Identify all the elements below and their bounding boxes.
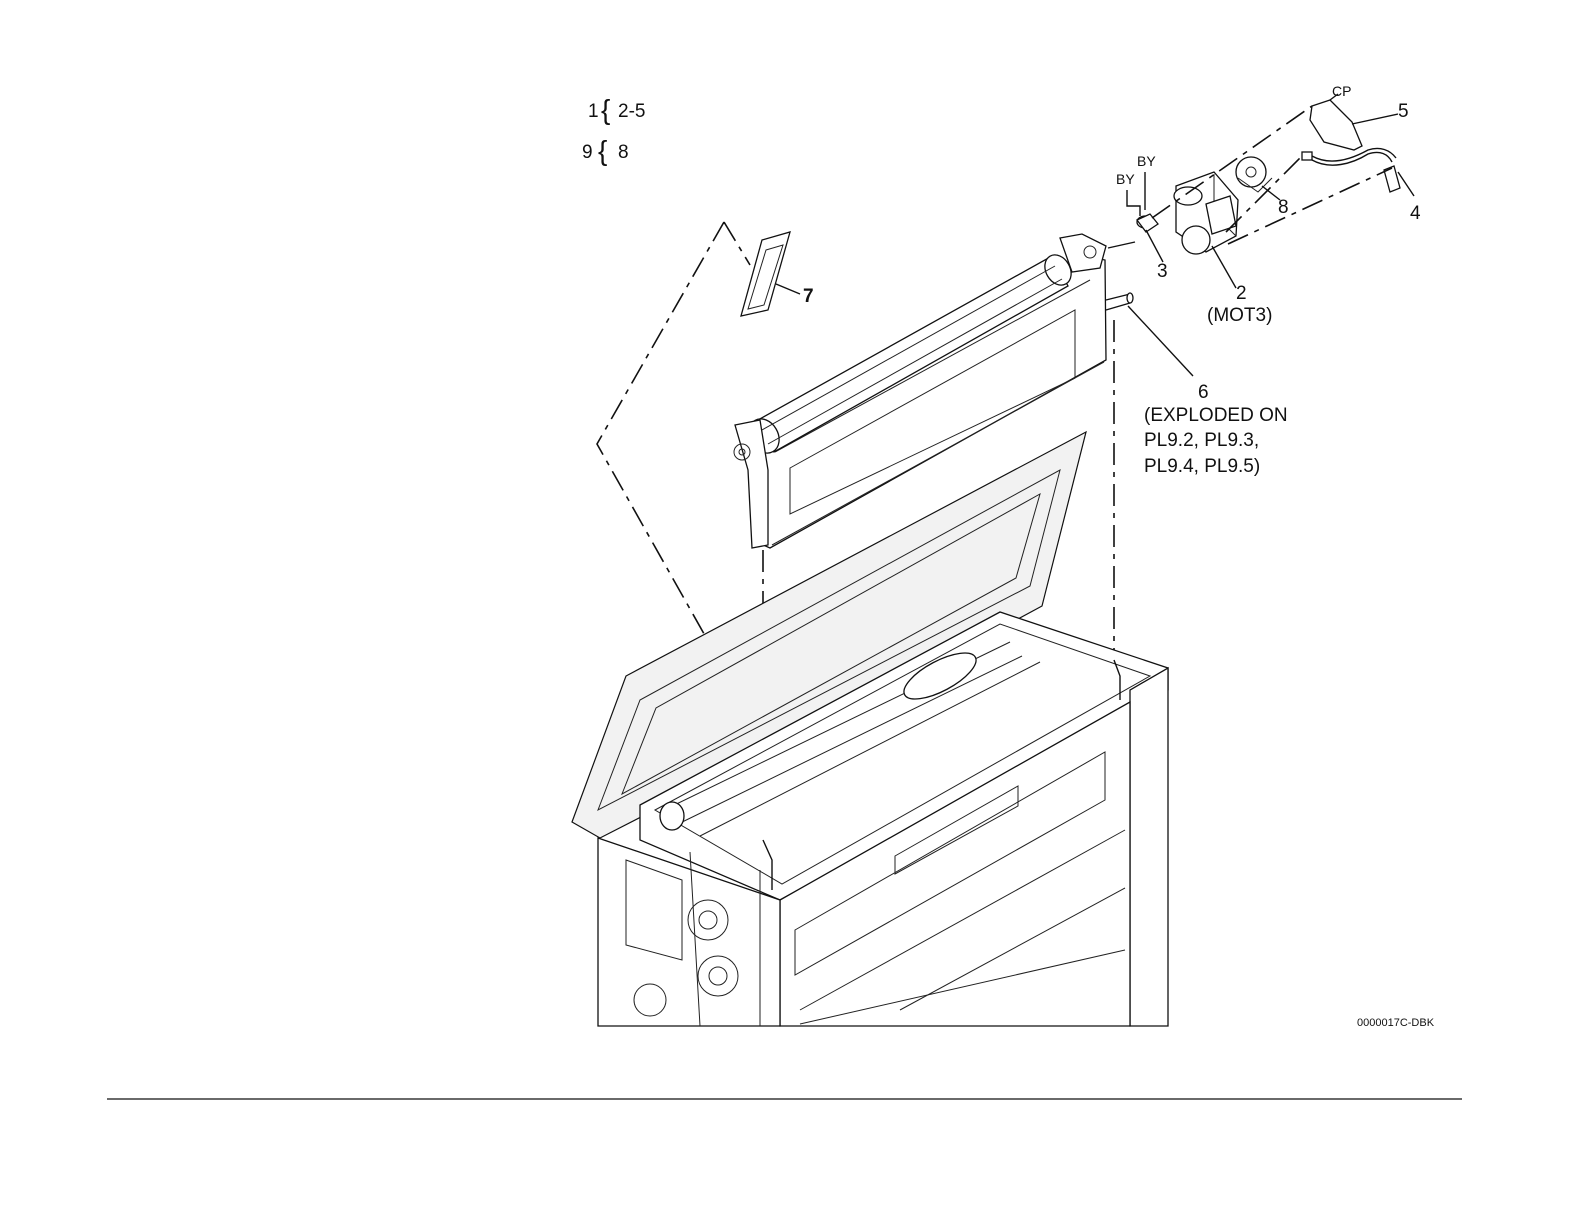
part-4-wire-harness: 4 [1302,148,1421,224]
callout-5: 5 [1398,101,1409,122]
legend-brace-1: { [601,94,610,125]
callout-6-note-line3: PL9.4, PL9.5) [1144,456,1260,477]
legend-range-1: 2-5 [618,101,645,122]
legend-brace-9: { [598,135,607,166]
legend-kit-1: 1 [588,101,599,122]
callout-6-leader [1128,306,1193,376]
callout-6: 6 [1198,382,1209,403]
callout-3: 3 [1157,261,1168,282]
callout-6-note-line2: PL9.2, PL9.3, [1144,430,1259,451]
base-machine [572,432,1168,1026]
part-8-pulley: 8 [1236,157,1289,218]
callout-2-motor-id: (MOT3) [1207,305,1272,326]
part-7-label-card: 7 [741,232,814,316]
part-2-motor: 2 (MOT3) [1174,172,1272,326]
legend-kit-9: 9 [582,142,593,163]
callout-6-group: 6 (EXPLODED ON PL9.2, PL9.3, PL9.4, PL9.… [1144,382,1288,477]
callout-7: 7 [803,286,814,307]
callout-8: 8 [1278,197,1289,218]
part-5-motor-cover: CP 5 [1310,83,1409,150]
by-tag-right: BY [1137,153,1156,169]
callout-6-note-line1: (EXPLODED ON [1144,405,1288,426]
cp-tag: CP [1332,83,1351,99]
by-tag-left: BY [1116,171,1135,187]
part-3-coupling: BY BY 3 [1108,153,1168,282]
legend-range-8: 8 [618,142,629,163]
kit-legend: 1 { 2-5 9 { 8 [582,94,645,166]
part-6-roller-assembly [734,234,1133,548]
callout-4: 4 [1410,203,1421,224]
figure-id: 0000017C-DBK [1357,1017,1435,1029]
callout-2: 2 [1236,283,1247,304]
